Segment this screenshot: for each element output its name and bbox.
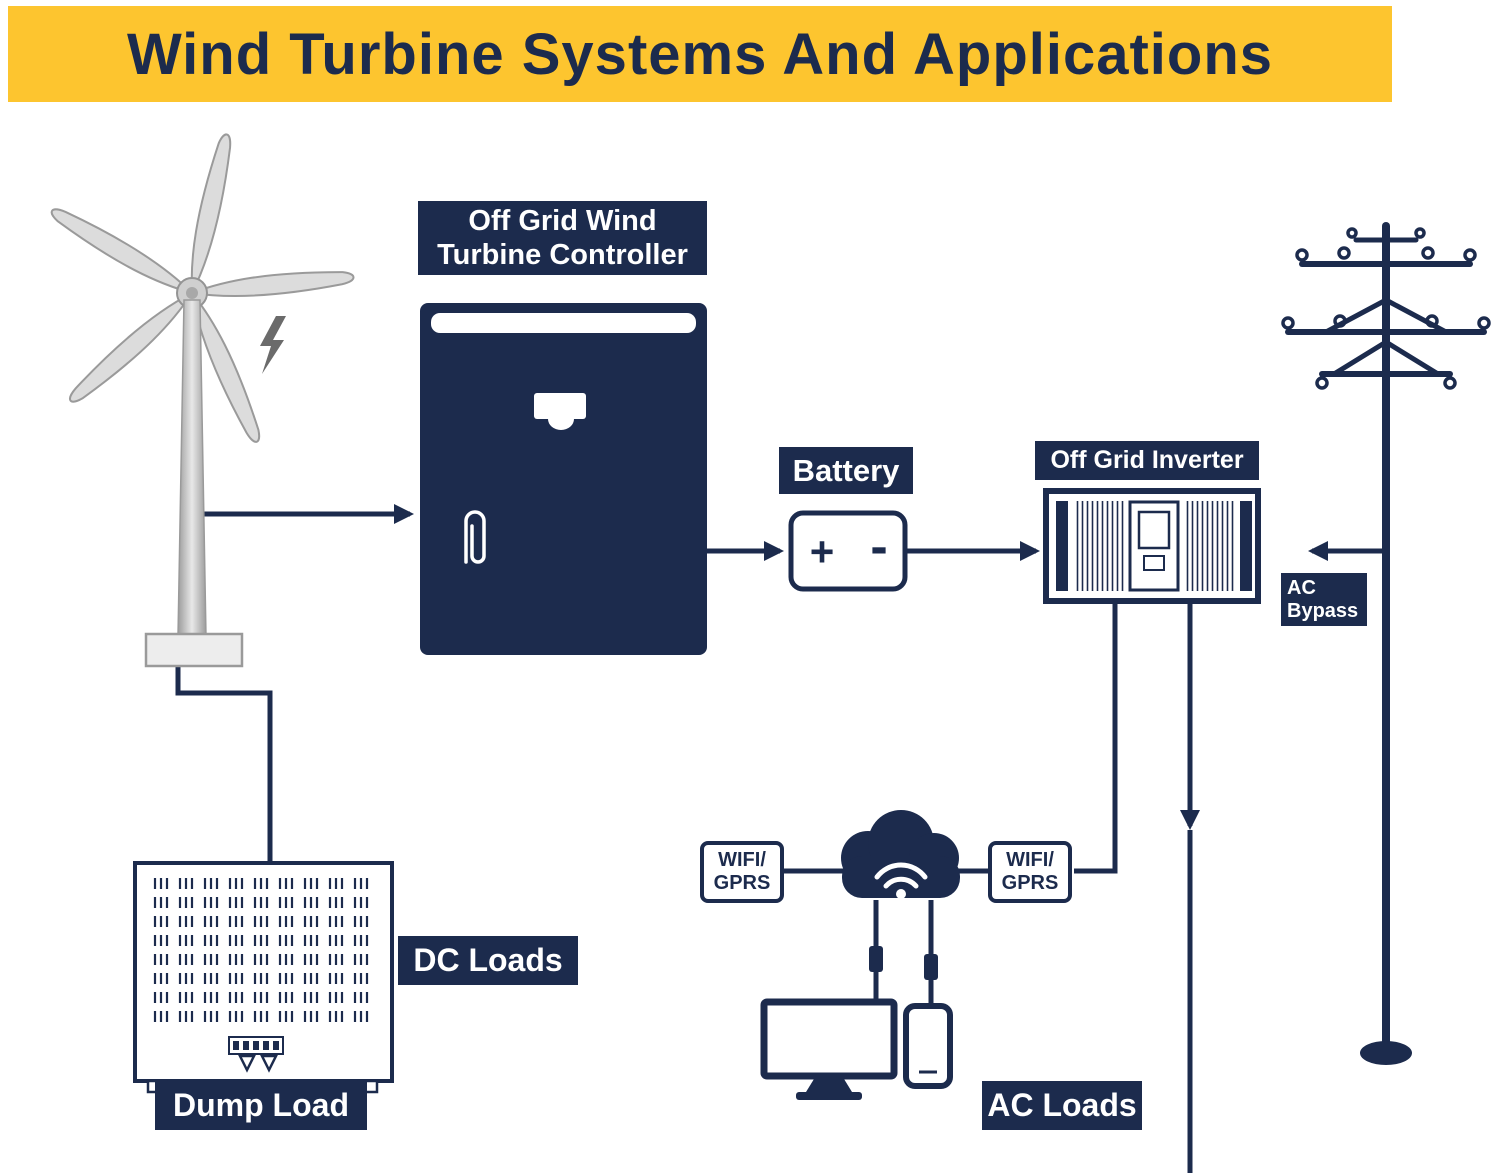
ac-bypass-line1: AC bbox=[1287, 576, 1316, 599]
usb-plug-icon bbox=[869, 946, 883, 972]
utility-pole-icon bbox=[1281, 222, 1491, 1065]
monitor-icon bbox=[760, 998, 898, 1100]
wifi-right-line2: GPRS bbox=[1001, 872, 1059, 894]
controller-label-line1: Off Grid Wind bbox=[468, 205, 657, 237]
turbine-pole-icon bbox=[177, 299, 207, 637]
connector-lines bbox=[175, 504, 1383, 1173]
dc-loads-label-text: DC Loads bbox=[413, 942, 563, 978]
title-banner: Wind Turbine Systems And Applications bbox=[8, 6, 1392, 102]
turbine-base-to-dumpload-line bbox=[175, 666, 273, 861]
dump-load-icon bbox=[133, 861, 394, 1094]
wifi-left-line2: GPRS bbox=[713, 872, 771, 894]
page-title: Wind Turbine Systems And Applications bbox=[126, 21, 1274, 87]
inverter-label: Off Grid Inverter bbox=[1035, 441, 1259, 480]
dc-loads-label: DC Loads bbox=[398, 936, 578, 985]
wifi-gprs-left: WIFI/ GPRS bbox=[700, 841, 784, 903]
inverter-to-wifi-line bbox=[1074, 602, 1118, 874]
handle-clip-icon bbox=[464, 510, 486, 564]
ac-loads-label-text: AC Loads bbox=[987, 1087, 1137, 1123]
battery-icon: + - bbox=[788, 510, 908, 592]
smartphone-icon bbox=[903, 1003, 953, 1089]
ac-bypass-label: AC Bypass bbox=[1281, 573, 1367, 626]
wifi-right-line1: WIFI/ bbox=[1006, 849, 1054, 871]
battery-plus-terminal: + bbox=[810, 528, 835, 575]
dump-load-label: Dump Load bbox=[155, 1081, 367, 1130]
turbine-nose-icon bbox=[186, 287, 198, 299]
turbine-base-icon bbox=[144, 632, 244, 668]
usb-plug-icon bbox=[924, 954, 938, 980]
inverter-label-text: Off Grid Inverter bbox=[1050, 446, 1244, 474]
controller-label: Off Grid Wind Turbine Controller bbox=[418, 201, 707, 275]
battery-label-text: Battery bbox=[792, 452, 900, 488]
lightning-bolt-icon bbox=[260, 316, 286, 374]
dump-load-label-text: Dump Load bbox=[173, 1087, 349, 1123]
battery-minus-terminal: - bbox=[870, 518, 887, 576]
cloud-wifi-icon bbox=[841, 810, 960, 899]
wind-turbine-icon bbox=[50, 133, 355, 668]
ac-bypass-line2: Bypass bbox=[1287, 599, 1359, 622]
battery-label: Battery bbox=[779, 447, 913, 494]
wifi-gprs-right: WIFI/ GPRS bbox=[988, 841, 1072, 903]
ac-loads-label: AC Loads bbox=[982, 1081, 1142, 1130]
controller-cabinet-icon bbox=[420, 303, 707, 655]
wifi-left-line1: WIFI/ bbox=[718, 849, 766, 871]
inverter-icon bbox=[1043, 488, 1261, 604]
controller-label-line2: Turbine Controller bbox=[437, 239, 688, 271]
